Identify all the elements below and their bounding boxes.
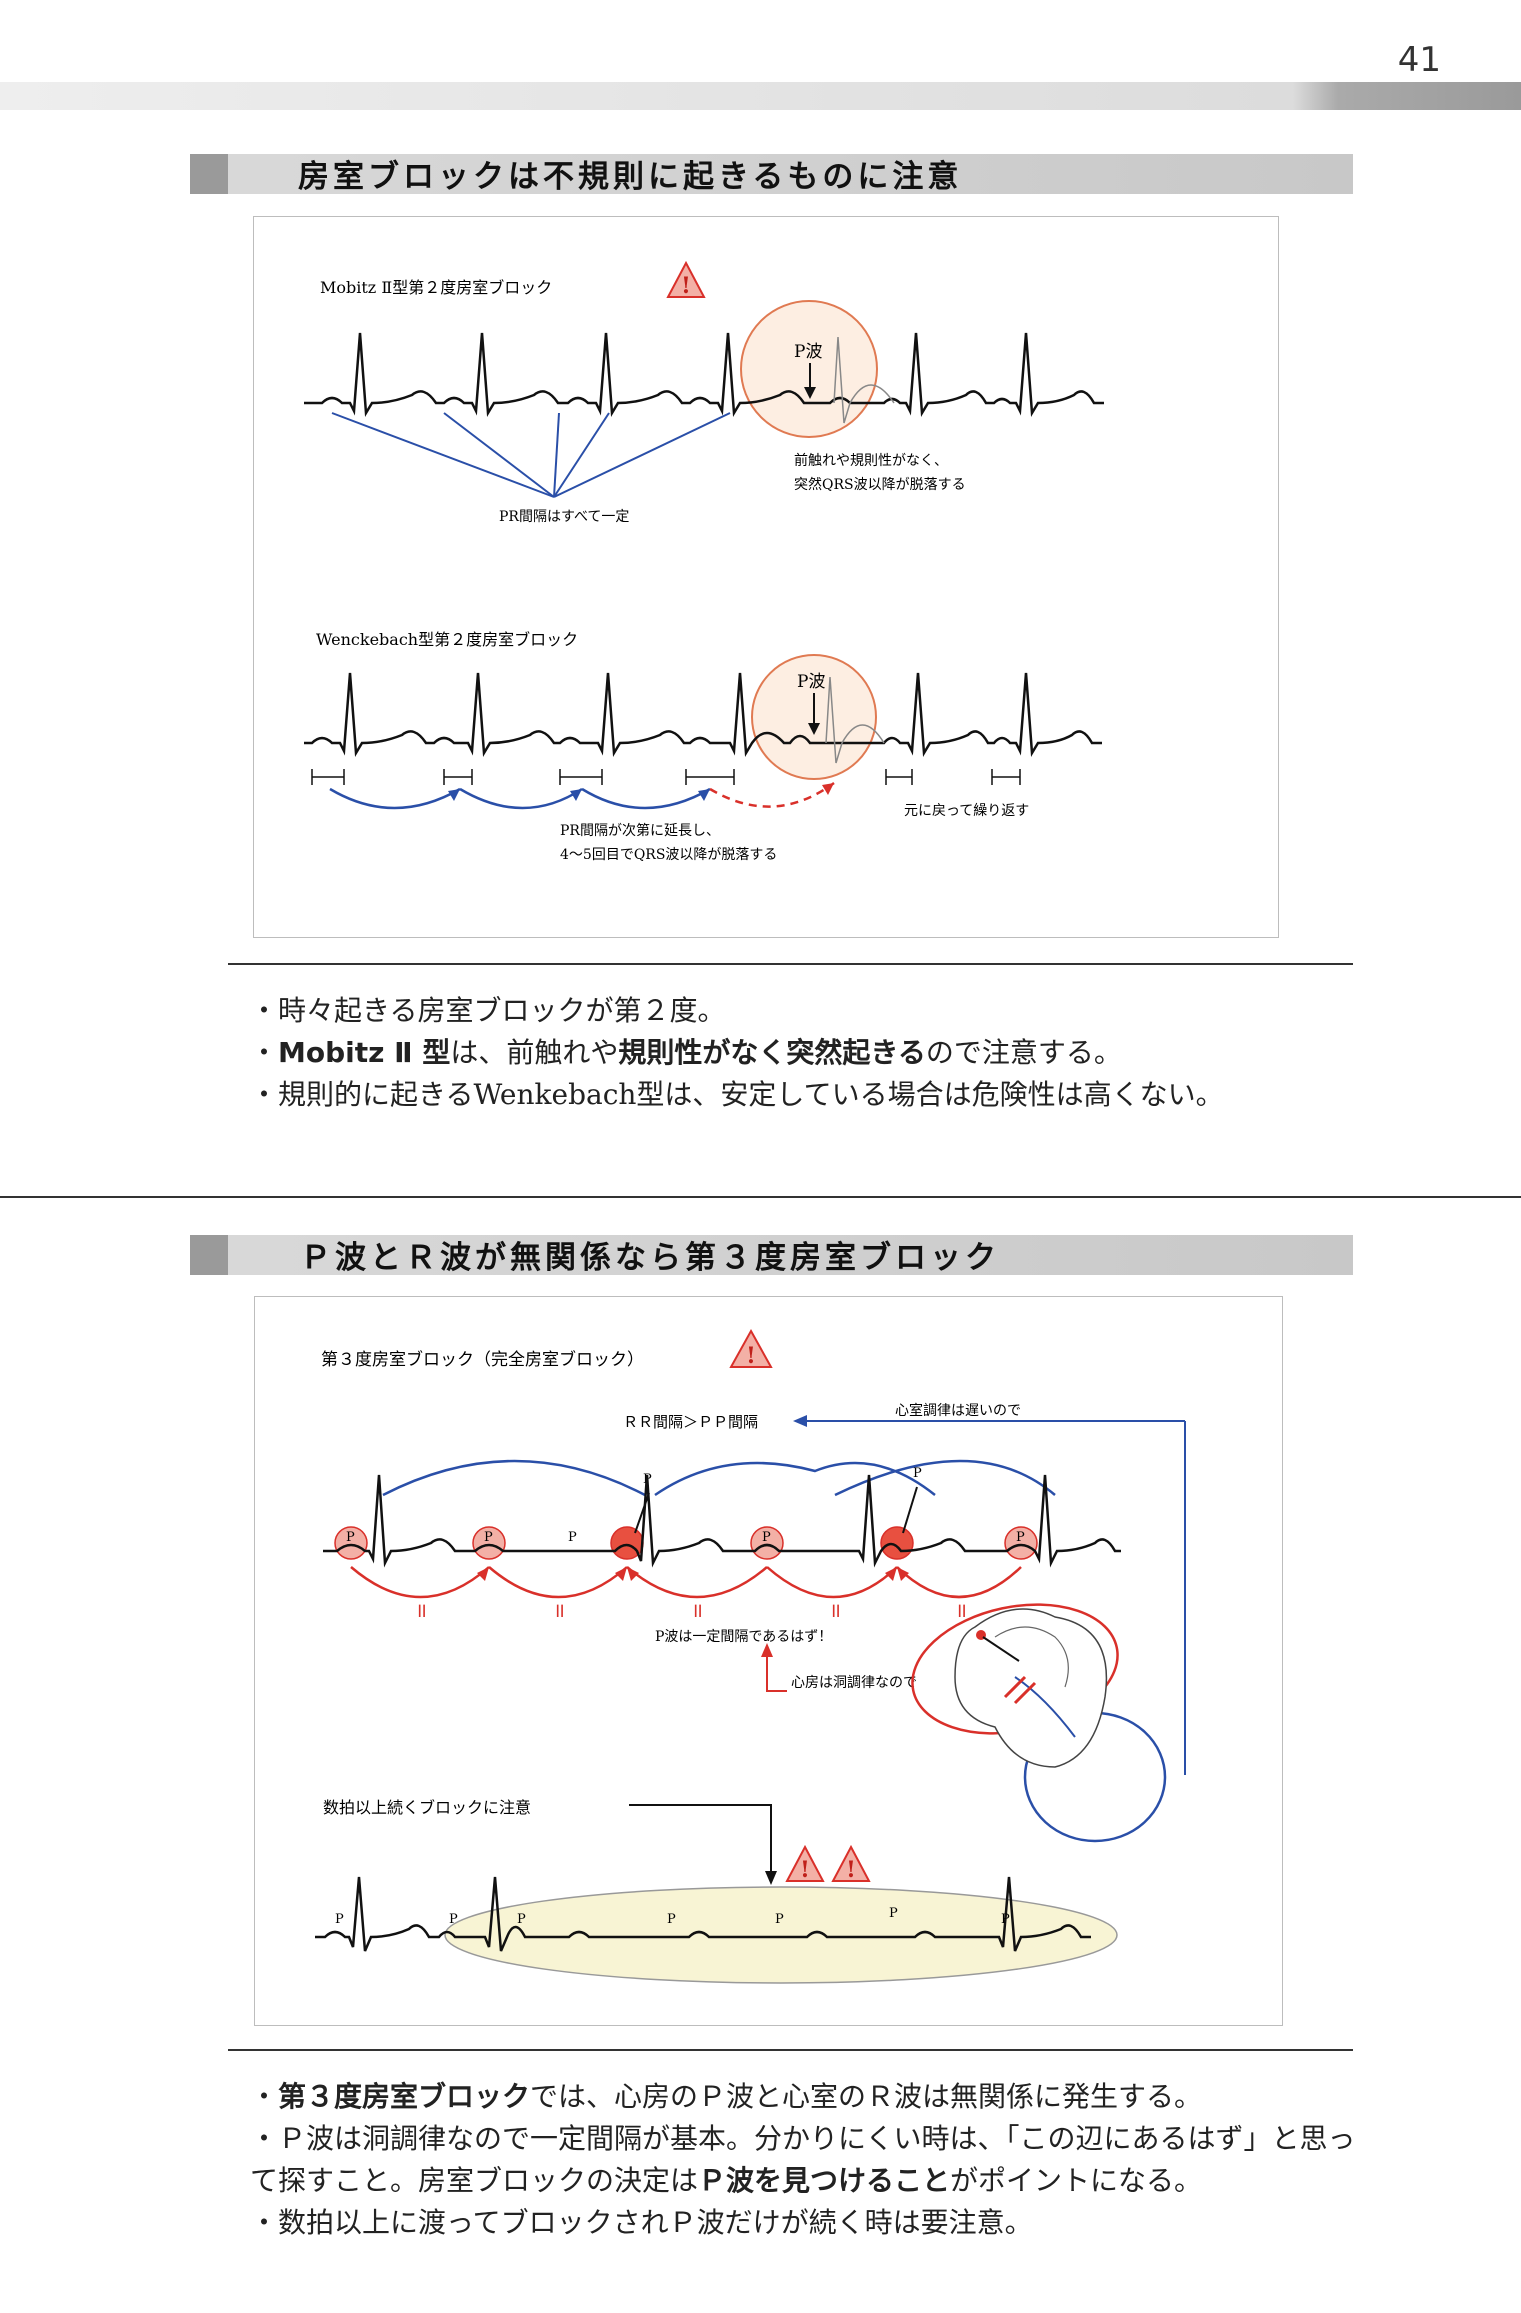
section2-bullets: ・第３度房室ブロックでは、心房のＰ波と心室のＲ波は無関係に発生する。 ・Ｐ波は洞… xyxy=(250,2076,1360,2244)
svg-text:P: P xyxy=(889,1906,898,1921)
mobitz-ghost-qrs xyxy=(833,336,895,424)
heart-conduction-icon xyxy=(911,1603,1167,1843)
warning-triangle-icon: ! xyxy=(785,1844,825,1883)
atrium-note: 心房は洞調律なので xyxy=(791,1675,917,1691)
page-divider xyxy=(0,1196,1521,1198)
wenckebach-caption: Wenckebach型第２度房室ブロック xyxy=(316,630,578,649)
section1-title: 房室ブロックは不規則に起きるものに注意 xyxy=(298,159,963,195)
section2-bullet-2: ・Ｐ波は洞調律なので一定間隔が基本。分かりにくい時は、「この辺にあるはず」と思っ xyxy=(250,2122,1356,2155)
svg-text:॥: ॥ xyxy=(955,1598,967,1622)
mobitz-p-label: P波 xyxy=(794,342,822,362)
wenckebach-ghost-qrs xyxy=(825,676,885,764)
p-label: P xyxy=(346,1530,355,1545)
wenckebach-repeat-note: 元に戻って繰り返す xyxy=(904,803,1029,819)
section1-header xyxy=(190,154,1353,194)
p-interval-arrowheads xyxy=(477,1567,909,1581)
warning-triangle-icon: ! xyxy=(729,1328,773,1369)
p-pointer xyxy=(902,1486,918,1534)
section1-diagram-panel: Mobitz Ⅱ型第２度房室ブロック ! P波 前触れや規則性がなく、 突然QR… xyxy=(253,216,1279,938)
complete-block-ecg-trace xyxy=(315,1876,1091,1952)
second-degree-av-block-diagram: Mobitz Ⅱ型第２度房室ブロック ! P波 前触れや規則性がなく、 突然QR… xyxy=(304,260,1104,863)
svg-text:॥: ॥ xyxy=(415,1598,427,1622)
section2-bullet-3: ・数拍以上に渡ってブロックされＰ波だけが続く時は要注意。 xyxy=(250,2206,1033,2239)
blocked-p-labels: P P P P P P P xyxy=(335,1906,1010,1927)
section2-bullet-1: ・第３度房室ブロックでは、心房のＰ波と心室のＲ波は無関係に発生する。 xyxy=(250,2080,1203,2113)
p-label: P xyxy=(762,1530,771,1545)
section2-title: Ｐ波とＲ波が無関係なら第３度房室ブロック xyxy=(300,1240,1000,1276)
multi-block-arrow xyxy=(629,1804,772,1877)
p-interval-note: P波は一定間隔であるはず！ xyxy=(655,1629,832,1645)
multi-block-note: 数拍以上続くブロックに注意 xyxy=(323,1798,531,1817)
ventricle-note-arrow xyxy=(803,1420,1186,1775)
wenckebach-ecg-trace xyxy=(304,672,1102,758)
section1-header-mark xyxy=(190,154,228,194)
wenckebach-pr-interval-markers xyxy=(311,769,1021,785)
equal-interval-marks: ॥ ॥ ॥ ॥ ॥ xyxy=(415,1598,967,1622)
svg-text:P: P xyxy=(667,1912,676,1927)
svg-text:!: ! xyxy=(846,1857,856,1883)
p-label: P xyxy=(1016,1530,1025,1545)
p-label: P xyxy=(913,1466,922,1481)
svg-text:॥: ॥ xyxy=(553,1598,565,1622)
atrium-note-arrow xyxy=(766,1649,787,1692)
warning-triangle-icon: ! xyxy=(666,260,706,299)
svg-text:॥: ॥ xyxy=(691,1598,703,1622)
p-pointer xyxy=(634,1492,650,1534)
wenckebach-note-1: PR間隔が次第に延長し、 xyxy=(560,822,720,839)
blocked-p-wave-region xyxy=(444,1886,1118,1984)
ventricle-note-arrowhead xyxy=(793,1415,807,1427)
p-interval-arrows xyxy=(350,1566,1022,1599)
wenckebach-arrowheads xyxy=(448,783,834,801)
svg-text:!: ! xyxy=(746,1343,756,1369)
multi-block-arrowhead xyxy=(765,1871,777,1885)
section1-bullet-3: ・規則的に起きるWenkebach型は、安定している場合は危険性は高くない。 xyxy=(250,1078,1224,1111)
p-label: P xyxy=(484,1530,493,1545)
rr-pp-label: ＲＲ間隔＞ＰＰ間隔 xyxy=(623,1413,758,1431)
svg-text:॥: ॥ xyxy=(829,1598,841,1622)
mobitz-caption: Mobitz Ⅱ型第２度房室ブロック xyxy=(320,278,552,297)
ventricle-note: 心室調律は遅いので xyxy=(895,1402,1021,1419)
p-wave-markers xyxy=(334,1526,1038,1560)
mobitz-drop-note-1: 前触れや規則性がなく、 xyxy=(794,452,948,469)
section2-header xyxy=(190,1235,1353,1275)
page-number: 41 xyxy=(1397,40,1441,80)
svg-text:P: P xyxy=(517,1912,526,1927)
rr-interval-arcs xyxy=(382,1459,1056,1497)
mobitz-pr-note: PR間隔はすべて一定 xyxy=(499,509,629,525)
atrium-note-arrowhead xyxy=(761,1643,773,1657)
svg-text:P: P xyxy=(449,1912,458,1927)
p-label: P xyxy=(568,1530,577,1545)
svg-text:!: ! xyxy=(681,273,691,299)
section2-rule xyxy=(228,2049,1353,2051)
section1-bullet-2: ・Mobitz Ⅱ 型は、前触れや規則性がなく突然起きるので注意する。 xyxy=(250,1036,1122,1069)
mobitz-pr-lines xyxy=(331,412,731,498)
wenckebach-progression-arrows xyxy=(329,781,835,810)
section1-rule xyxy=(228,963,1353,965)
section2-header-mark xyxy=(190,1235,228,1275)
mobitz-drop-note-2: 突然QRS波以降が脱落する xyxy=(794,476,966,493)
section2-bullet-2-cont: て探すこと。房室ブロックの決定はＰ波を見つけることがポイントになる。 xyxy=(250,2164,1203,2197)
section1-bullets: ・時々起きる房室ブロックが第２度。 ・Mobitz Ⅱ 型は、前触れや規則性がな… xyxy=(250,990,1350,1116)
svg-text:P: P xyxy=(775,1912,784,1927)
mobitz-ecg-trace xyxy=(304,332,1104,418)
section2-diagram-panel: 第３度房室ブロック（完全房室ブロック） ! ＲＲ間隔＞ＰＰ間隔 心室調律は遅いの… xyxy=(254,1296,1283,2026)
wenckebach-p-label: P波 xyxy=(797,672,825,692)
third-degree-ecg-trace xyxy=(323,1474,1121,1568)
mobitz-p-arrowhead xyxy=(804,387,816,399)
svg-text:P: P xyxy=(335,1912,344,1927)
third-degree-caption: 第３度房室ブロック（完全房室ブロック） xyxy=(321,1349,644,1370)
wenckebach-p-arrowhead xyxy=(808,723,820,735)
third-degree-av-block-diagram: 第３度房室ブロック（完全房室ブロック） ! ＲＲ間隔＞ＰＰ間隔 心室調律は遅いの… xyxy=(315,1328,1186,1984)
wenckebach-note-2: 4〜5回目でQRS波以降が脱落する xyxy=(560,847,777,863)
top-bar xyxy=(0,82,1521,110)
section1-bullet-1: ・時々起きる房室ブロックが第２度。 xyxy=(250,994,726,1027)
warning-triangle-icon: ! xyxy=(831,1844,871,1883)
svg-text:P: P xyxy=(1001,1912,1010,1927)
svg-text:!: ! xyxy=(800,1857,810,1883)
